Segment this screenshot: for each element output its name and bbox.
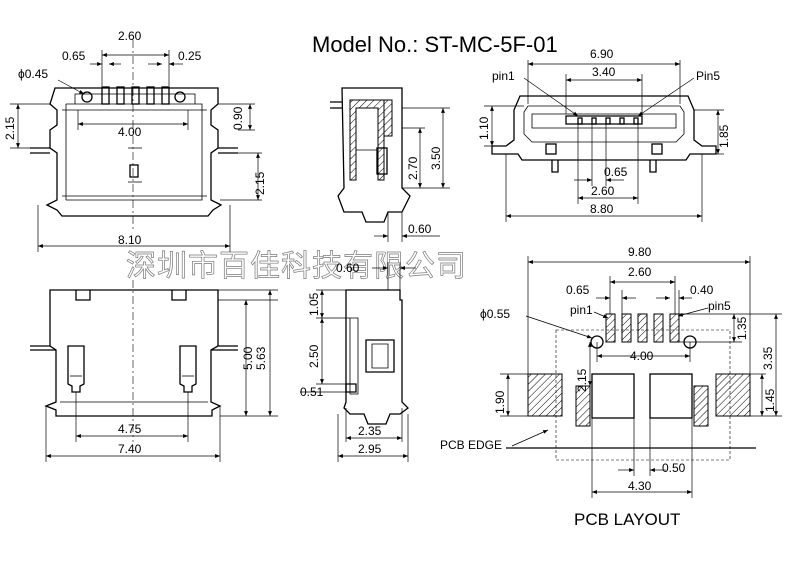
pcb-slot-pad-left xyxy=(575,385,591,427)
label-pcb-edge: PCB EDGE xyxy=(440,438,502,452)
dim-front-2-15-right: 2.15 xyxy=(253,171,267,195)
dim-socket-3-40: 3.40 xyxy=(592,65,616,79)
dim-bottom-5-63: 5.63 xyxy=(254,346,268,370)
label-pcb-pin5: pin5 xyxy=(708,299,731,313)
pcb-signal-pad xyxy=(669,313,680,343)
side-view-bottom: 0.60 1.05 2.50 0.51 2.35 2.95 xyxy=(300,261,416,462)
dim-front-8-10: 8.10 xyxy=(118,233,142,247)
side-view-top: 2.70 3.50 0.60 xyxy=(330,87,450,242)
dim-socket-6-90: 6.90 xyxy=(590,47,614,61)
dim-socket-0-65: 0.65 xyxy=(604,165,628,179)
dim-pcb-2-60: 2.60 xyxy=(628,265,652,279)
label-socket-pin5: Pin5 xyxy=(696,69,720,83)
dim-socket-2-60: 2.60 xyxy=(591,184,615,198)
socket-view: 6.90 3.40 pin1 Pin5 1.10 1.85 0.65 2.60 … xyxy=(477,47,731,222)
dim-side-2-50: 2.50 xyxy=(307,344,321,368)
dim-front-0-65: 0.65 xyxy=(62,49,86,63)
dim-front-2-15-left: 2.15 xyxy=(3,116,17,140)
pcb-mount-pad-left xyxy=(527,373,563,417)
dim-socket-1-10: 1.10 xyxy=(477,116,491,140)
dim-side-1-05: 1.05 xyxy=(307,292,321,316)
dim-front-0-25: 0.25 xyxy=(178,49,202,63)
pcb-signal-pad xyxy=(637,313,648,343)
dim-pcb-4-00: 4.00 xyxy=(630,349,654,363)
pcb-mount-pad-right xyxy=(715,373,751,417)
pcb-signal-pad xyxy=(621,313,632,343)
dim-side-3-50: 3.50 xyxy=(429,146,443,170)
dim-side-2-70: 2.70 xyxy=(406,156,420,180)
label-socket-pin1: pin1 xyxy=(492,69,515,83)
front-view: 2.60 0.65 0.25 ϕ0.45 4.00 2.15 0.90 2.15… xyxy=(3,29,267,252)
dim-front-0-90: 0.90 xyxy=(231,106,245,130)
dim-side-2-35: 2.35 xyxy=(358,424,382,438)
dim-front-4-00: 4.00 xyxy=(118,125,142,139)
dim-pcb-3-35: 3.35 xyxy=(761,346,775,370)
dim-pcb-0-40: 0.40 xyxy=(690,283,714,297)
bottom-view: 4.75 7.40 5.00 5.63 xyxy=(30,280,278,462)
dim-side-0-60-top: 0.60 xyxy=(408,222,432,236)
dim-pcb-0-50: 0.50 xyxy=(662,461,686,475)
label-pcb-pin1: pin1 xyxy=(570,303,593,317)
dim-pcb-9-80: 9.80 xyxy=(628,245,652,259)
dim-front-2-60: 2.60 xyxy=(118,29,142,43)
model-title: Model No.: ST-MC-5F-01 xyxy=(312,32,558,57)
watermark-text: 深圳市百佳科技有限公司 xyxy=(126,249,467,284)
dim-side-2-95: 2.95 xyxy=(358,442,382,456)
dim-pcb-2-15: 2.15 xyxy=(575,368,589,392)
pcb-layout: 9.80 2.60 0.65 0.40 ϕ0.55 pin1 pin5 1.35… xyxy=(440,245,782,529)
dim-side-0-51: 0.51 xyxy=(300,385,324,399)
pcb-signal-pad xyxy=(653,313,664,343)
dim-pcb-4-30: 4.30 xyxy=(628,479,652,493)
dim-front-hole: ϕ0.45 xyxy=(18,67,48,81)
dim-bottom-7-40: 7.40 xyxy=(118,442,142,456)
dim-pcb-hole: ϕ0.55 xyxy=(480,307,510,321)
dim-socket-1-85: 1.85 xyxy=(717,124,731,148)
dim-pcb-0-65: 0.65 xyxy=(566,283,590,297)
dim-socket-8-80: 8.80 xyxy=(590,202,614,216)
dim-bottom-5-00: 5.00 xyxy=(241,346,255,370)
dim-pcb-1-35: 1.35 xyxy=(735,316,749,340)
dim-pcb-1-45: 1.45 xyxy=(763,388,777,412)
dim-pcb-1-90: 1.90 xyxy=(493,390,507,414)
dim-bottom-4-75: 4.75 xyxy=(118,422,142,436)
pcb-slot-pad-right xyxy=(693,385,709,427)
pcb-signal-pad xyxy=(605,313,616,343)
pcb-layout-label: PCB LAYOUT xyxy=(574,510,680,529)
dim-side-0-60-bottom: 0.60 xyxy=(336,261,360,275)
